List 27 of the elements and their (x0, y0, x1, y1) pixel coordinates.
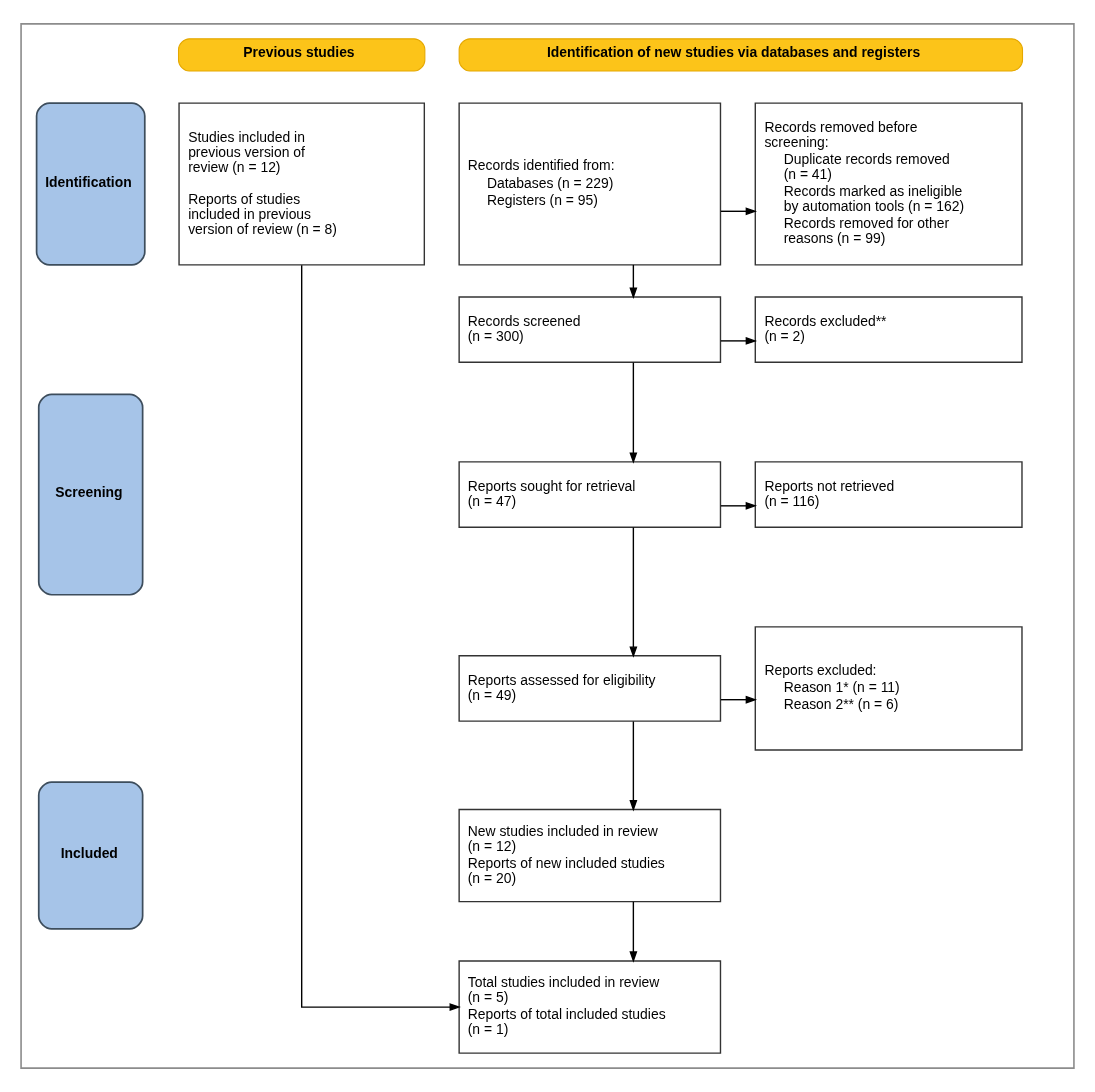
node-box: Included (37, 781, 144, 930)
arrow (720, 695, 757, 704)
arrow (720, 501, 757, 510)
arrow (301, 264, 461, 1012)
node-box: Records screened (n = 300) (458, 296, 722, 363)
node-box: New studies included in review (n = 12) Reports of new included studies (n = 20) (458, 808, 722, 903)
arrow (629, 901, 638, 963)
node-box: Previous studies (178, 38, 426, 72)
node-box: Reports assessed for eligibility (n = 49) (458, 655, 722, 722)
node-box: Records removed before screening: Duplicate records removed (n = 41) Records marked as ineligible by automation tools (n = 162) Records removed for other reasons (n = 99) (754, 102, 1023, 266)
arrow (629, 526, 638, 658)
node-box: Screening (37, 393, 144, 596)
node-box: Records identified from: Databases (n = 229) Registers (n = 95) (458, 102, 722, 266)
node-box: Total studies included in review (n = 5) Reports of total included studies (n = 1) (458, 960, 722, 1054)
node-box: Identification (35, 102, 146, 266)
node-box: Reports not retrieved (n = 116) (754, 461, 1023, 528)
cluster (20, 23, 1075, 1069)
arrow (629, 720, 638, 812)
node-box: Studies included in previous version of review (n = 12) Reports of studies included in previous version of review (n = 8) (178, 102, 426, 266)
arrow (629, 361, 638, 464)
node-box: Identification of new studies via databases and registers (458, 38, 1024, 72)
node-box: Records excluded** (n = 2) (754, 296, 1023, 363)
node-box: Reports excluded: Reason 1* (n = 11) Reason 2** (n = 6) (754, 626, 1023, 751)
arrow (720, 207, 757, 216)
arrow (629, 264, 638, 299)
arrow (720, 336, 757, 345)
node-box: Reports sought for retrieval (n = 47) (458, 461, 722, 528)
